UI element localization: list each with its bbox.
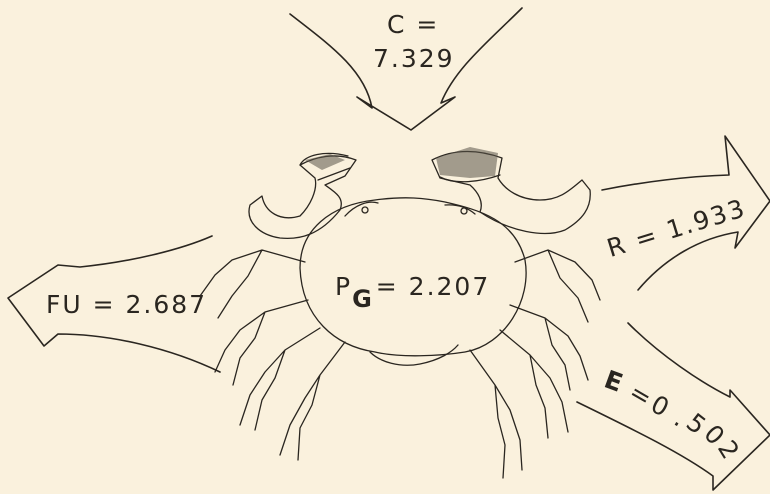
- consumption-label-name: C =: [387, 10, 439, 39]
- crab-eye-left: [362, 207, 368, 213]
- growth-production-symbol: P: [335, 272, 352, 301]
- crab-right-leg-4: [470, 350, 522, 478]
- crab-left-leg-3: [240, 328, 320, 430]
- crab-eye-right: [461, 208, 467, 214]
- crab-right-claw-texture: [436, 147, 498, 178]
- egestion-label: FU = 2.687: [46, 290, 207, 319]
- consumption-label-value: 7.329: [373, 44, 455, 73]
- crab-left-leg-2: [215, 300, 308, 385]
- crab-illustration: [200, 147, 600, 478]
- crab-abdomen: [370, 345, 458, 365]
- growth-production-subscript: G: [352, 285, 374, 313]
- growth-production-value: = 2.207: [376, 272, 490, 301]
- crab-left-leg-4: [280, 342, 345, 460]
- growth-production-label: PG= 2.207: [335, 272, 490, 301]
- crab-left-cheliped: [249, 156, 356, 238]
- crab-left-leg-1: [200, 250, 305, 318]
- excretion-arrow: [577, 323, 770, 490]
- crab-right-leg-3: [500, 330, 568, 438]
